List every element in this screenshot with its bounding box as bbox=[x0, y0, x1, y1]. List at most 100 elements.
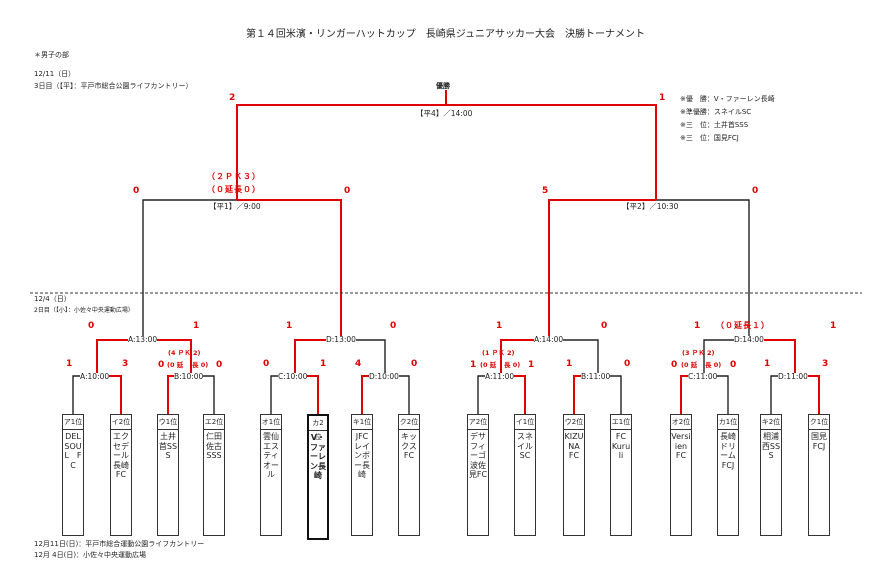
r16-7-score-right: 0 bbox=[730, 360, 737, 370]
r16-5-et-right: 長 0) bbox=[504, 361, 521, 369]
category-label: ＊男子の部 bbox=[34, 51, 69, 59]
sf1-score-left: 0 bbox=[133, 186, 140, 196]
r16-5-score-right: 1 bbox=[528, 360, 535, 370]
r16-7-score-left: 0 bbox=[671, 360, 678, 370]
team-seed: ク2位 bbox=[399, 415, 419, 430]
result-third-1: ※三 位：土井首SSS bbox=[680, 121, 749, 129]
team-seed: キ1位 bbox=[352, 415, 372, 430]
team-name: FC Kuruli bbox=[611, 432, 635, 460]
final-score-left: 2 bbox=[229, 93, 236, 103]
team-box: ウ1位土井首SSS bbox=[157, 414, 179, 536]
r16-2-pk: (4 ＰＫ 2) bbox=[168, 349, 201, 357]
sf2-score-left: 5 bbox=[542, 186, 549, 196]
r16-5-pk: (1 ＰＫ 2) bbox=[482, 349, 515, 357]
final-lines bbox=[236, 90, 657, 200]
team-name: スネイルSC bbox=[517, 432, 533, 460]
team-name: V・ファーレン長崎 bbox=[310, 433, 326, 480]
qf3-match: A:14:00 bbox=[534, 335, 564, 344]
r16-4-score-left: 4 bbox=[355, 359, 362, 369]
sf-lines bbox=[142, 199, 750, 340]
team-name: DELSOUL FC bbox=[64, 432, 82, 470]
qf3-score-right: 0 bbox=[601, 321, 608, 331]
qf2-score-left: 1 bbox=[286, 321, 293, 331]
qf1-match: A:13:00 bbox=[128, 335, 158, 344]
sf2-match: 【平2】／10:30 bbox=[622, 202, 679, 211]
r16-1-score-right: 3 bbox=[122, 359, 129, 369]
r16-2-match: B:10:00 bbox=[174, 372, 204, 381]
team-seed: ウ1位 bbox=[158, 415, 178, 430]
r16-7-match: C:11:00 bbox=[688, 372, 718, 381]
legend-day3: 12月11日(日)：平戸市総合運動公園ライフカントリー bbox=[34, 540, 205, 548]
qf4-score-left: 1 bbox=[694, 321, 701, 331]
team-seed: カ2位 bbox=[309, 416, 327, 441]
qf4-match: D:14:00 bbox=[734, 335, 764, 344]
team-box: イ1位スネイルSC bbox=[514, 414, 536, 536]
team-box: オ1位雲仙エスティオール bbox=[260, 414, 282, 536]
r16-7-et-right: 長 0) bbox=[705, 361, 722, 369]
team-seed: エ1位 bbox=[611, 415, 631, 430]
team-seed: オ1位 bbox=[261, 415, 281, 430]
sf-winner-lines bbox=[237, 199, 656, 340]
sf1-pk: （２ＰＫ３） bbox=[207, 172, 261, 181]
r16-1-score-left: 1 bbox=[66, 359, 73, 369]
team-seed: ア1位 bbox=[63, 415, 83, 430]
team-name: Versiien FC bbox=[671, 432, 696, 460]
qf4-score-right: 1 bbox=[830, 321, 837, 331]
team-box: キ2位相浦西SSS bbox=[760, 414, 782, 536]
final-match: 【平4】／14:00 bbox=[416, 109, 473, 118]
r16-2-score-left: 0 bbox=[158, 360, 165, 370]
page-title: 第１４回米濱・リンガーハットカップ 長崎県ジュニアサッカー大会 決勝トーナメント bbox=[245, 29, 646, 40]
qf-lines bbox=[96, 339, 796, 376]
r16-6-match: B:11:00 bbox=[581, 372, 611, 381]
r16-2-et-right: 長 0) bbox=[192, 361, 209, 369]
r16-2-score-right: 0 bbox=[216, 360, 223, 370]
r16-7-et-left: (0 延 bbox=[681, 361, 698, 369]
team-name: 雲仙エスティオール bbox=[263, 432, 279, 479]
r16-4-match: D:10:00 bbox=[369, 372, 399, 381]
sf1-et: （０延長０） bbox=[207, 185, 261, 194]
team-name: 仁田佐古SSS bbox=[206, 432, 222, 460]
legend-day2: 12月 4日(日)：小佐々中央運動広場 bbox=[34, 551, 147, 559]
team-box: ク2位キックスFC bbox=[398, 414, 420, 536]
team-seed: ク1位 bbox=[809, 415, 829, 430]
r16-3-match: C:10:00 bbox=[278, 372, 308, 381]
qf2-score-right: 0 bbox=[390, 321, 397, 331]
final-score-right: 1 bbox=[659, 93, 666, 103]
team-seed: エ2位 bbox=[204, 415, 224, 430]
team-seed: イ2位 bbox=[111, 415, 131, 430]
sf1-score-right: 0 bbox=[344, 186, 351, 196]
r16-2-et-left: (0 延 bbox=[167, 361, 184, 369]
qf4-et: （０延長１） bbox=[716, 321, 770, 330]
r16-8-match: D:11:00 bbox=[778, 372, 808, 381]
team-name: 土井首SSS bbox=[158, 432, 178, 460]
team-box: ア2位デサフィーゴ波佐見FC bbox=[467, 414, 489, 536]
day2-venue: 2日目（【小】：小佐々中央運動広場） bbox=[34, 307, 134, 314]
final-label: 優勝 bbox=[436, 82, 450, 90]
day3-venue: 3日目（【平】：平戸市総合公園ライフカントリー） bbox=[34, 82, 193, 90]
team-box: エ1位 FC Kuruli bbox=[610, 414, 635, 536]
qf1-score-left: 0 bbox=[88, 321, 95, 331]
team-box: ク1位国見FCJ bbox=[808, 414, 830, 536]
team-seed: ウ2位 bbox=[564, 415, 584, 430]
result-winner: ※優 勝：V・ファーレン長崎 bbox=[680, 95, 775, 103]
day3-date: 12/11（日） bbox=[34, 70, 76, 78]
team-box: エ2位仁田佐古SSS bbox=[203, 414, 225, 536]
team-name: 長崎ドリームFCJ bbox=[720, 432, 736, 470]
r16-winner-lines bbox=[97, 375, 820, 415]
team-name: デサフィーゴ波佐見FC bbox=[468, 432, 488, 479]
r16-7-pk: (3 ＰＫ 2) bbox=[682, 349, 715, 357]
r16-6-score-right: 0 bbox=[624, 359, 631, 369]
qf-winner-lines bbox=[96, 339, 796, 376]
team-seed: ア2位 bbox=[468, 415, 488, 430]
r16-4-score-right: 0 bbox=[411, 359, 418, 369]
team-name: KIZUNA FC bbox=[564, 432, 588, 460]
r16-5-et-left: (0 延 bbox=[480, 361, 497, 369]
team-box: ア1位 DELSOUL FC bbox=[62, 414, 84, 536]
team-name: エクセデール長崎FC bbox=[113, 432, 129, 479]
sf1-match: 【平1】／9:00 bbox=[209, 202, 261, 211]
team-seed: カ1位 bbox=[718, 415, 738, 430]
r16-3-score-right: 1 bbox=[320, 359, 327, 369]
